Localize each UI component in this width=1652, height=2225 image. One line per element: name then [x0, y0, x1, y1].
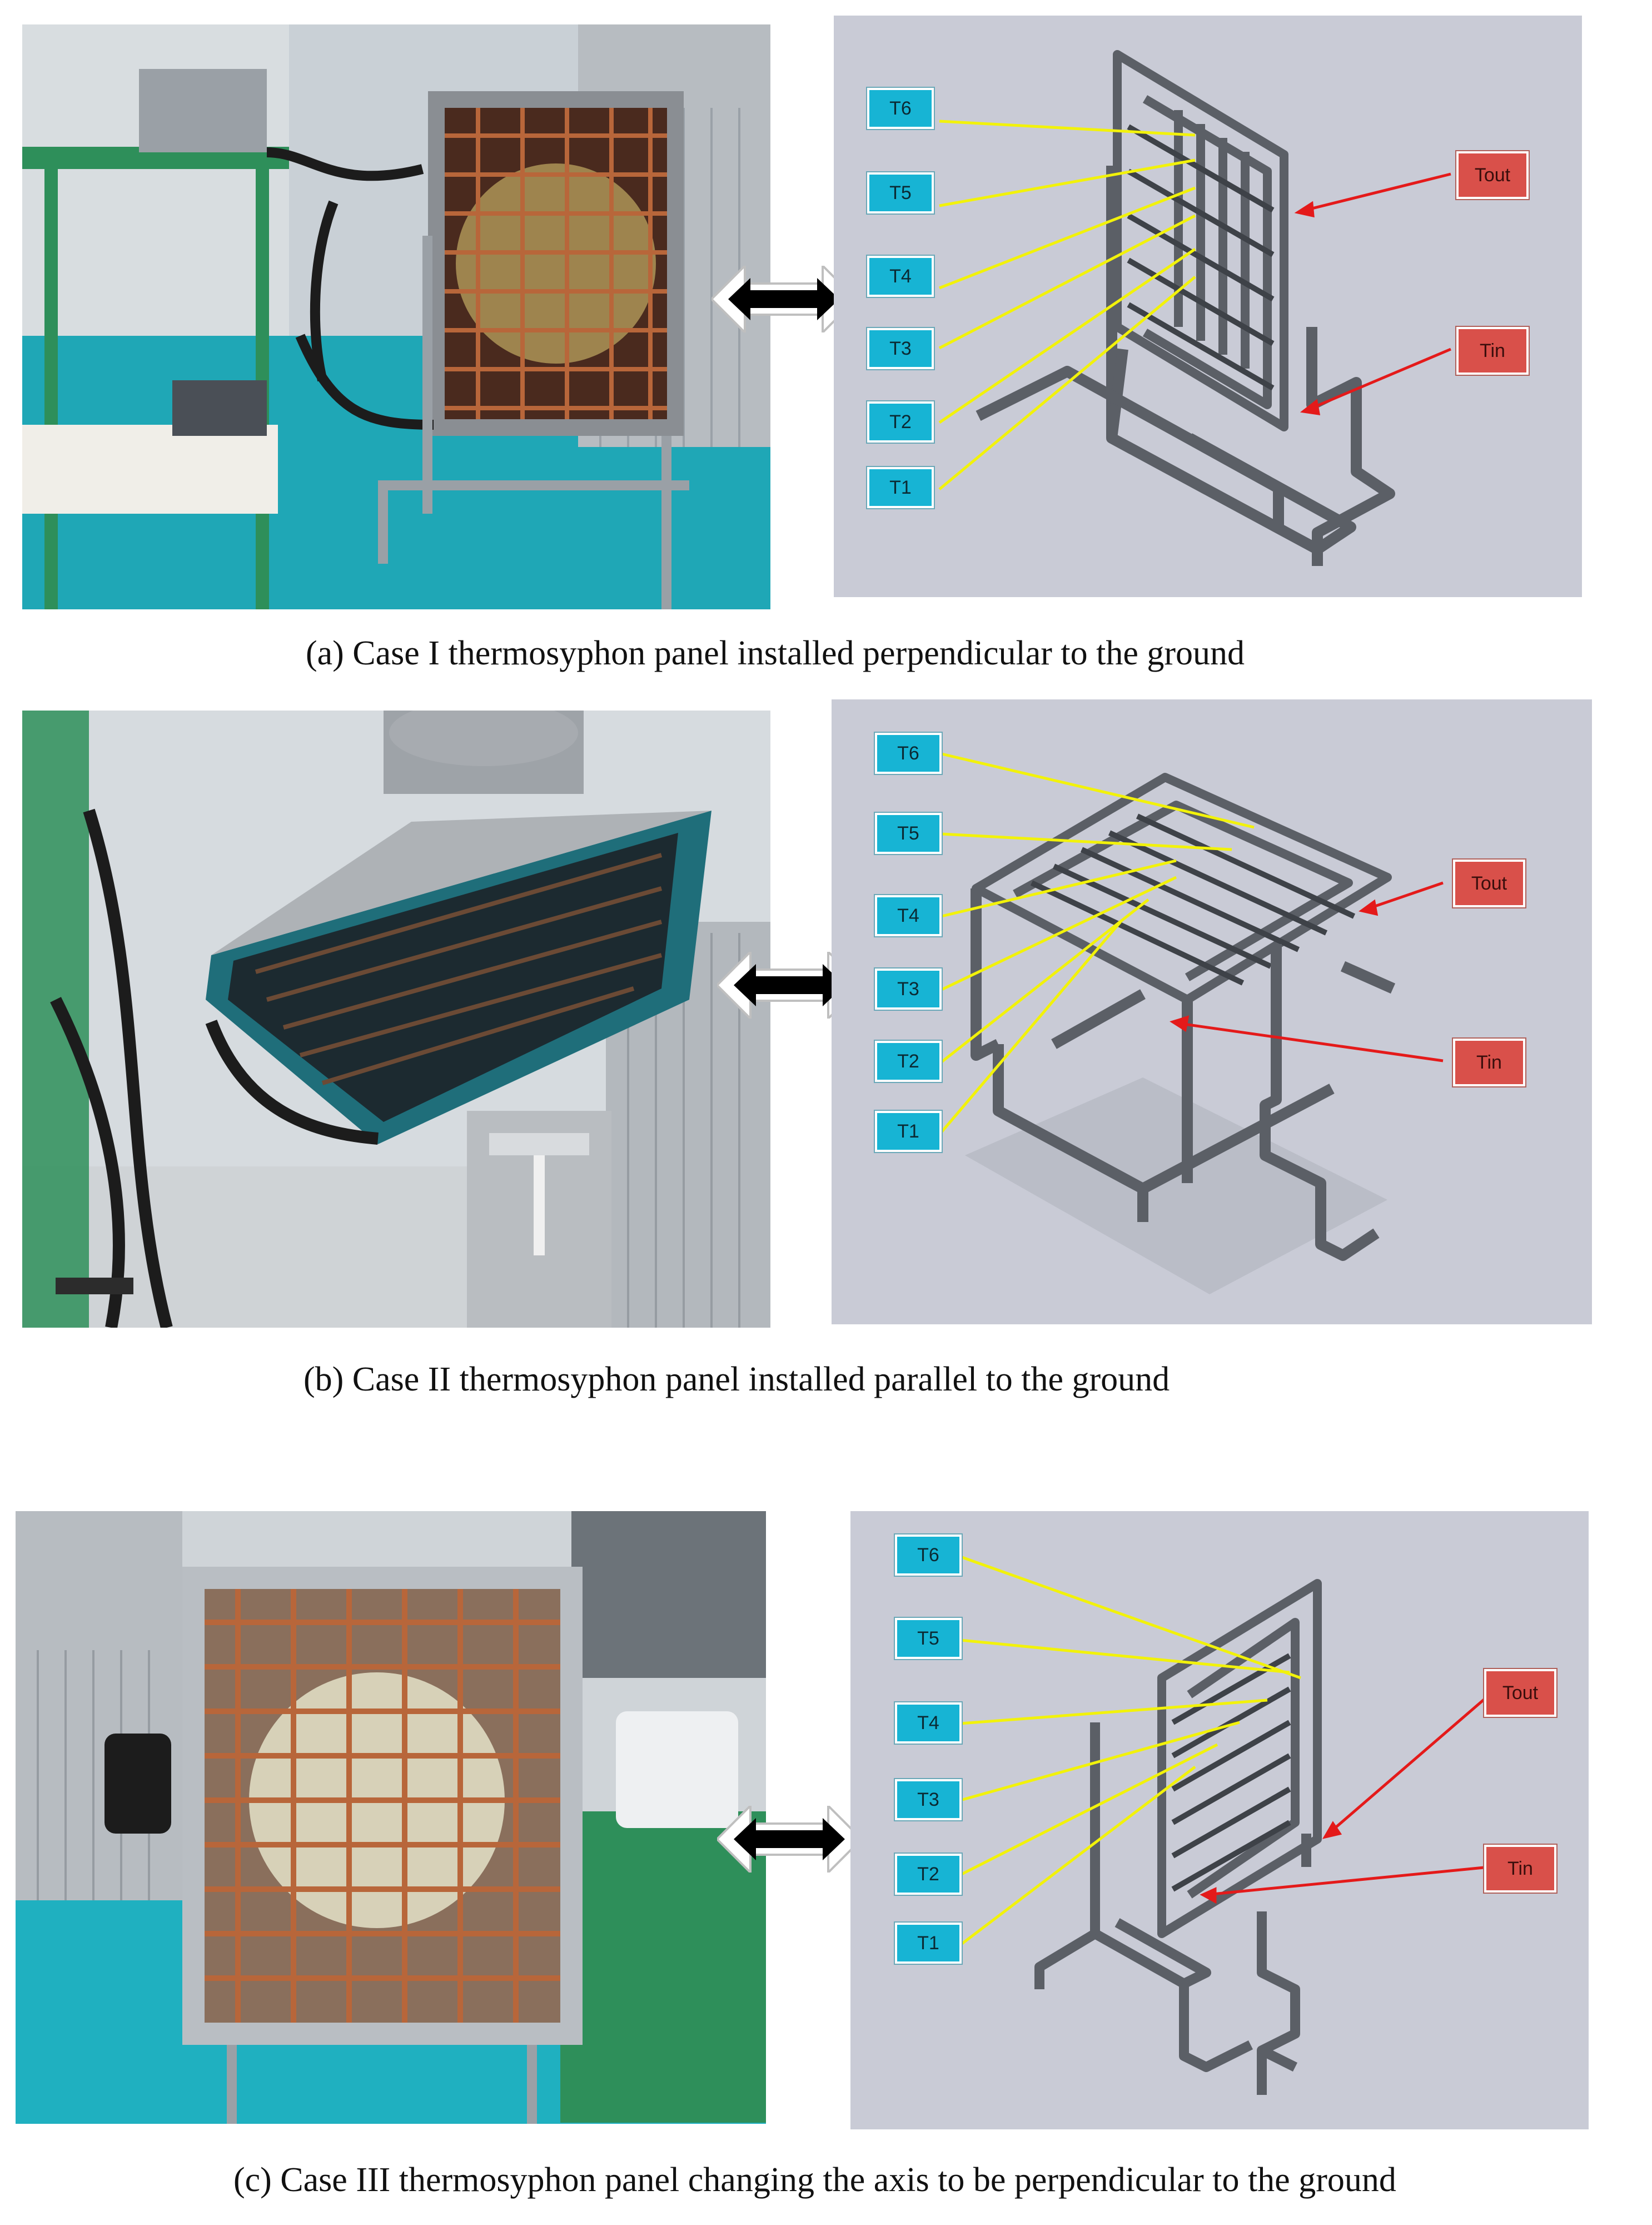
sensor-label-t2: T2 [895, 1854, 962, 1895]
sensor-label-t6: T6 [875, 733, 942, 774]
diagram-case-3-drawing [1034, 1579, 1322, 2095]
port-label-tin: Tin [1453, 1039, 1525, 1086]
leader-line-t6 [939, 120, 1196, 137]
leader-line-t2 [938, 247, 1196, 424]
leader-line-t5 [941, 832, 1232, 851]
diagram-case-1-drawing [976, 50, 1395, 566]
port-label-tin: Tin [1456, 327, 1529, 375]
leader-line-t2 [959, 1743, 1218, 1876]
leader-lines-case-1 [938, 120, 1451, 490]
sensor-label-t2: T2 [875, 1041, 942, 1082]
sensor-label-t6: T6 [895, 1534, 962, 1576]
double-arrow-icon [711, 266, 856, 332]
port-label-tout: Tout [1453, 860, 1525, 907]
sensor-label-t3: T3 [875, 969, 942, 1010]
sensor-label-t5: T5 [895, 1618, 962, 1659]
leader-line-t2 [941, 898, 1150, 1063]
port-label-tout: Tout [1456, 151, 1529, 199]
port-label-tin: Tin [1484, 1845, 1556, 1893]
photo-case-3-illustration [16, 1511, 766, 2124]
sensor-label-t5: T5 [867, 172, 934, 213]
leader-line-t4 [960, 1698, 1268, 1725]
leader-line-t3 [941, 876, 1177, 991]
leader-line-tin [1176, 1021, 1444, 1062]
photo-case-2-illustration [22, 711, 770, 1328]
diagram-case-1: T6 T5 T4 T3 T2 T1 Tout Tin [834, 16, 1582, 597]
sensor-label-t4: T4 [867, 256, 934, 297]
leader-line-t1 [959, 1766, 1196, 1946]
leader-line-t6 [941, 752, 1255, 829]
sensor-label-t3: T3 [895, 1779, 962, 1820]
leader-line-t5 [939, 158, 1196, 207]
leader-line-tout [1327, 1693, 1491, 1835]
photo-case-2 [22, 711, 770, 1328]
leader-line-t4 [939, 186, 1196, 290]
leader-line-t3 [938, 214, 1196, 350]
sensor-label-t5: T5 [875, 813, 942, 854]
diagram-case-2: T6 T5 T4 T3 T2 T1 Tout Tin [832, 699, 1592, 1324]
leader-line-tout [1300, 172, 1451, 213]
photo-case-3 [16, 1511, 766, 2124]
sensor-label-t1: T1 [867, 467, 934, 508]
caption-case-1: (a) Case I thermosyphon panel installed … [306, 634, 1245, 672]
double-arrow-icon [717, 1806, 862, 1873]
port-label-tout: Tout [1484, 1669, 1556, 1717]
leader-line-tout [1365, 881, 1444, 911]
caption-case-3: (c) Case III thermosyphon panel changing… [233, 2161, 1396, 2199]
double-arrow-icon [717, 952, 862, 1019]
sensor-label-t4: T4 [875, 895, 942, 936]
photo-case-1 [22, 24, 770, 609]
leader-line-t1 [941, 921, 1122, 1133]
leader-line-t3 [960, 1721, 1240, 1802]
sensor-label-t1: T1 [895, 1923, 962, 1964]
leader-line-t4 [941, 859, 1177, 918]
leader-line-t6 [960, 1555, 1301, 1680]
caption-case-2: (b) Case II thermosyphon panel installed… [303, 1360, 1170, 1398]
leader-line-t1 [938, 276, 1196, 490]
sensor-label-t6: T6 [867, 88, 934, 129]
leader-line-t5 [960, 1638, 1290, 1674]
photo-case-1-illustration [22, 24, 770, 609]
leader-line-tin [1306, 347, 1451, 412]
leader-line-tin [1206, 1865, 1490, 1896]
leader-lines-case-2 [941, 752, 1444, 1133]
sensor-label-t1: T1 [875, 1111, 942, 1152]
leader-lines-case-3 [959, 1555, 1491, 1946]
diagram-case-2-drawing [965, 773, 1396, 1294]
diagram-case-3: T6 T5 T4 T3 T2 T1 Tout Tin [850, 1511, 1589, 2129]
sensor-label-t4: T4 [895, 1702, 962, 1744]
sensor-label-t3: T3 [867, 328, 934, 369]
sensor-label-t2: T2 [867, 401, 934, 443]
